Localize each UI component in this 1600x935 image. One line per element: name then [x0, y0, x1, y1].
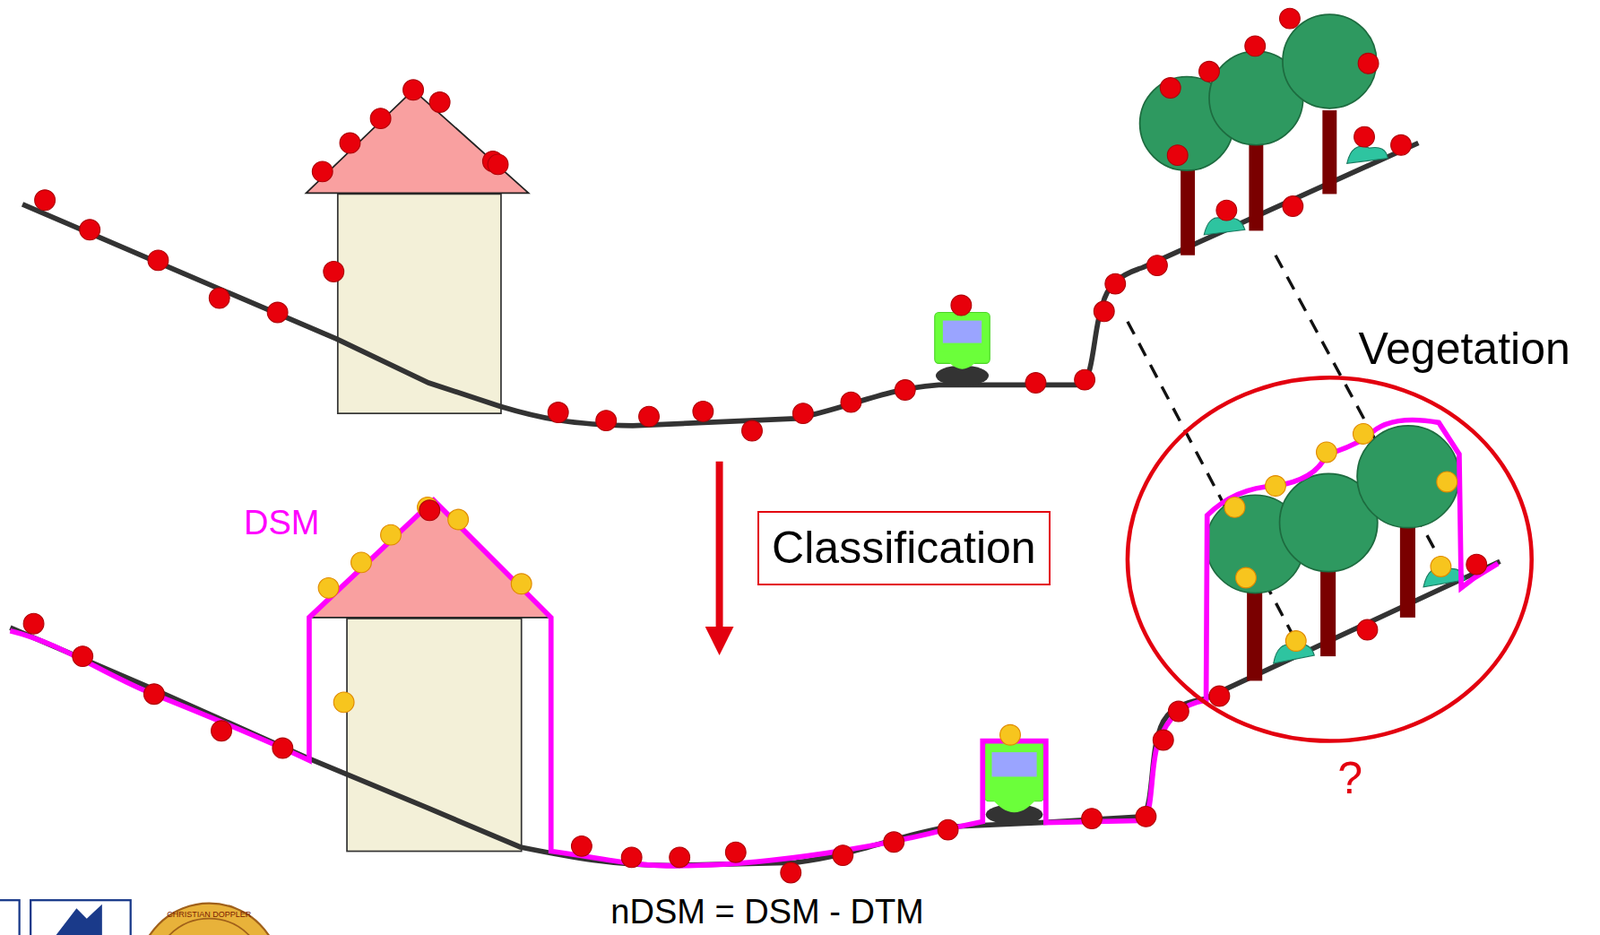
laser-point — [1245, 35, 1266, 57]
laser-point — [1074, 369, 1096, 390]
laser-point — [1285, 631, 1306, 652]
laser-point — [380, 524, 402, 545]
laser-point — [1000, 724, 1021, 745]
logo-text: CHRISTIAN DOPPLER — [164, 910, 253, 920]
laser-point — [318, 577, 339, 598]
laser-point — [793, 403, 814, 424]
laser-point — [267, 302, 288, 323]
laser-point — [937, 819, 959, 840]
leader-line — [1127, 321, 1297, 641]
laser-point — [742, 420, 763, 442]
process-arrow — [716, 461, 724, 641]
laser-point — [1466, 553, 1488, 575]
laser-point — [1354, 126, 1376, 148]
house-wall — [346, 618, 522, 852]
terrain — [9, 561, 1500, 865]
trees — [1140, 14, 1389, 256]
laser-point — [1216, 199, 1237, 221]
laser-point — [1081, 808, 1103, 830]
annotation-label: DSM — [242, 504, 321, 543]
laser-point — [832, 845, 854, 866]
laser-point — [1357, 52, 1379, 74]
process-box: Classification — [757, 510, 1051, 586]
terrain — [22, 142, 1419, 425]
laser-point — [1316, 441, 1338, 463]
house-roof — [306, 89, 529, 193]
annotation-label: nDSM = DSM - DTM — [608, 893, 926, 932]
annotation-label: Vegetation — [1356, 324, 1572, 374]
laser-point — [571, 835, 593, 857]
laser-point — [621, 847, 642, 868]
laser-point — [840, 391, 862, 413]
laser-point — [1159, 77, 1181, 99]
laser-point — [725, 841, 746, 863]
laser-point — [1391, 134, 1412, 156]
laser-point — [1280, 8, 1301, 29]
laser-point — [208, 287, 230, 309]
laser-point — [23, 613, 44, 634]
laser-point — [79, 219, 101, 241]
laser-point — [403, 79, 424, 101]
top-scene — [22, 8, 1419, 442]
laser-point — [596, 410, 617, 432]
laser-point — [547, 402, 569, 424]
laser-point — [1147, 255, 1168, 277]
trees — [1206, 425, 1466, 682]
laser-point — [1430, 556, 1452, 578]
laser-point — [669, 847, 691, 868]
laser-point — [1167, 145, 1188, 166]
highlight-ellipse — [1127, 377, 1532, 741]
laser-point — [1357, 619, 1378, 640]
laser-point — [1135, 805, 1157, 827]
laser-point — [692, 401, 714, 423]
dsm-line — [9, 420, 1498, 866]
laser-point — [333, 691, 355, 713]
laser-point — [1265, 475, 1287, 497]
laser-point — [370, 108, 391, 130]
laser-point — [72, 646, 94, 667]
laser-point — [1436, 471, 1458, 493]
laser-point — [147, 250, 169, 271]
laser-point — [34, 190, 56, 211]
laser-point — [1025, 372, 1047, 394]
house-roof — [309, 500, 552, 618]
laser-point — [780, 862, 802, 883]
laser-point — [211, 720, 233, 742]
laser-point — [144, 683, 165, 705]
annotation-label: ? — [1335, 753, 1365, 804]
laser-point — [894, 380, 916, 401]
laser-point — [1152, 729, 1174, 751]
laser-point — [419, 500, 441, 521]
laser-point — [429, 92, 450, 113]
laser-point — [951, 294, 972, 316]
laser-point — [1236, 567, 1257, 589]
laser-point — [339, 132, 361, 154]
laser-point — [323, 261, 345, 283]
laser-point — [1105, 273, 1126, 295]
car — [985, 742, 1045, 825]
laser-point — [1209, 685, 1230, 707]
laser-point — [1167, 700, 1189, 722]
laser-point — [487, 154, 509, 175]
car — [934, 311, 990, 386]
laser-point — [883, 831, 905, 853]
box-label: Classification — [771, 523, 1037, 573]
laser-point — [1224, 497, 1246, 519]
laser-point — [351, 552, 372, 573]
laser-point — [1093, 301, 1115, 322]
laser-point — [448, 509, 469, 530]
laser-point — [639, 406, 660, 427]
laser-point — [510, 573, 532, 595]
laser-point — [1199, 60, 1220, 82]
logos — [0, 899, 281, 935]
laser-point — [272, 737, 294, 759]
laser-point — [1353, 423, 1375, 445]
bottom-scene — [9, 377, 1531, 883]
laser-point — [311, 161, 333, 182]
laser-point — [1282, 196, 1304, 217]
